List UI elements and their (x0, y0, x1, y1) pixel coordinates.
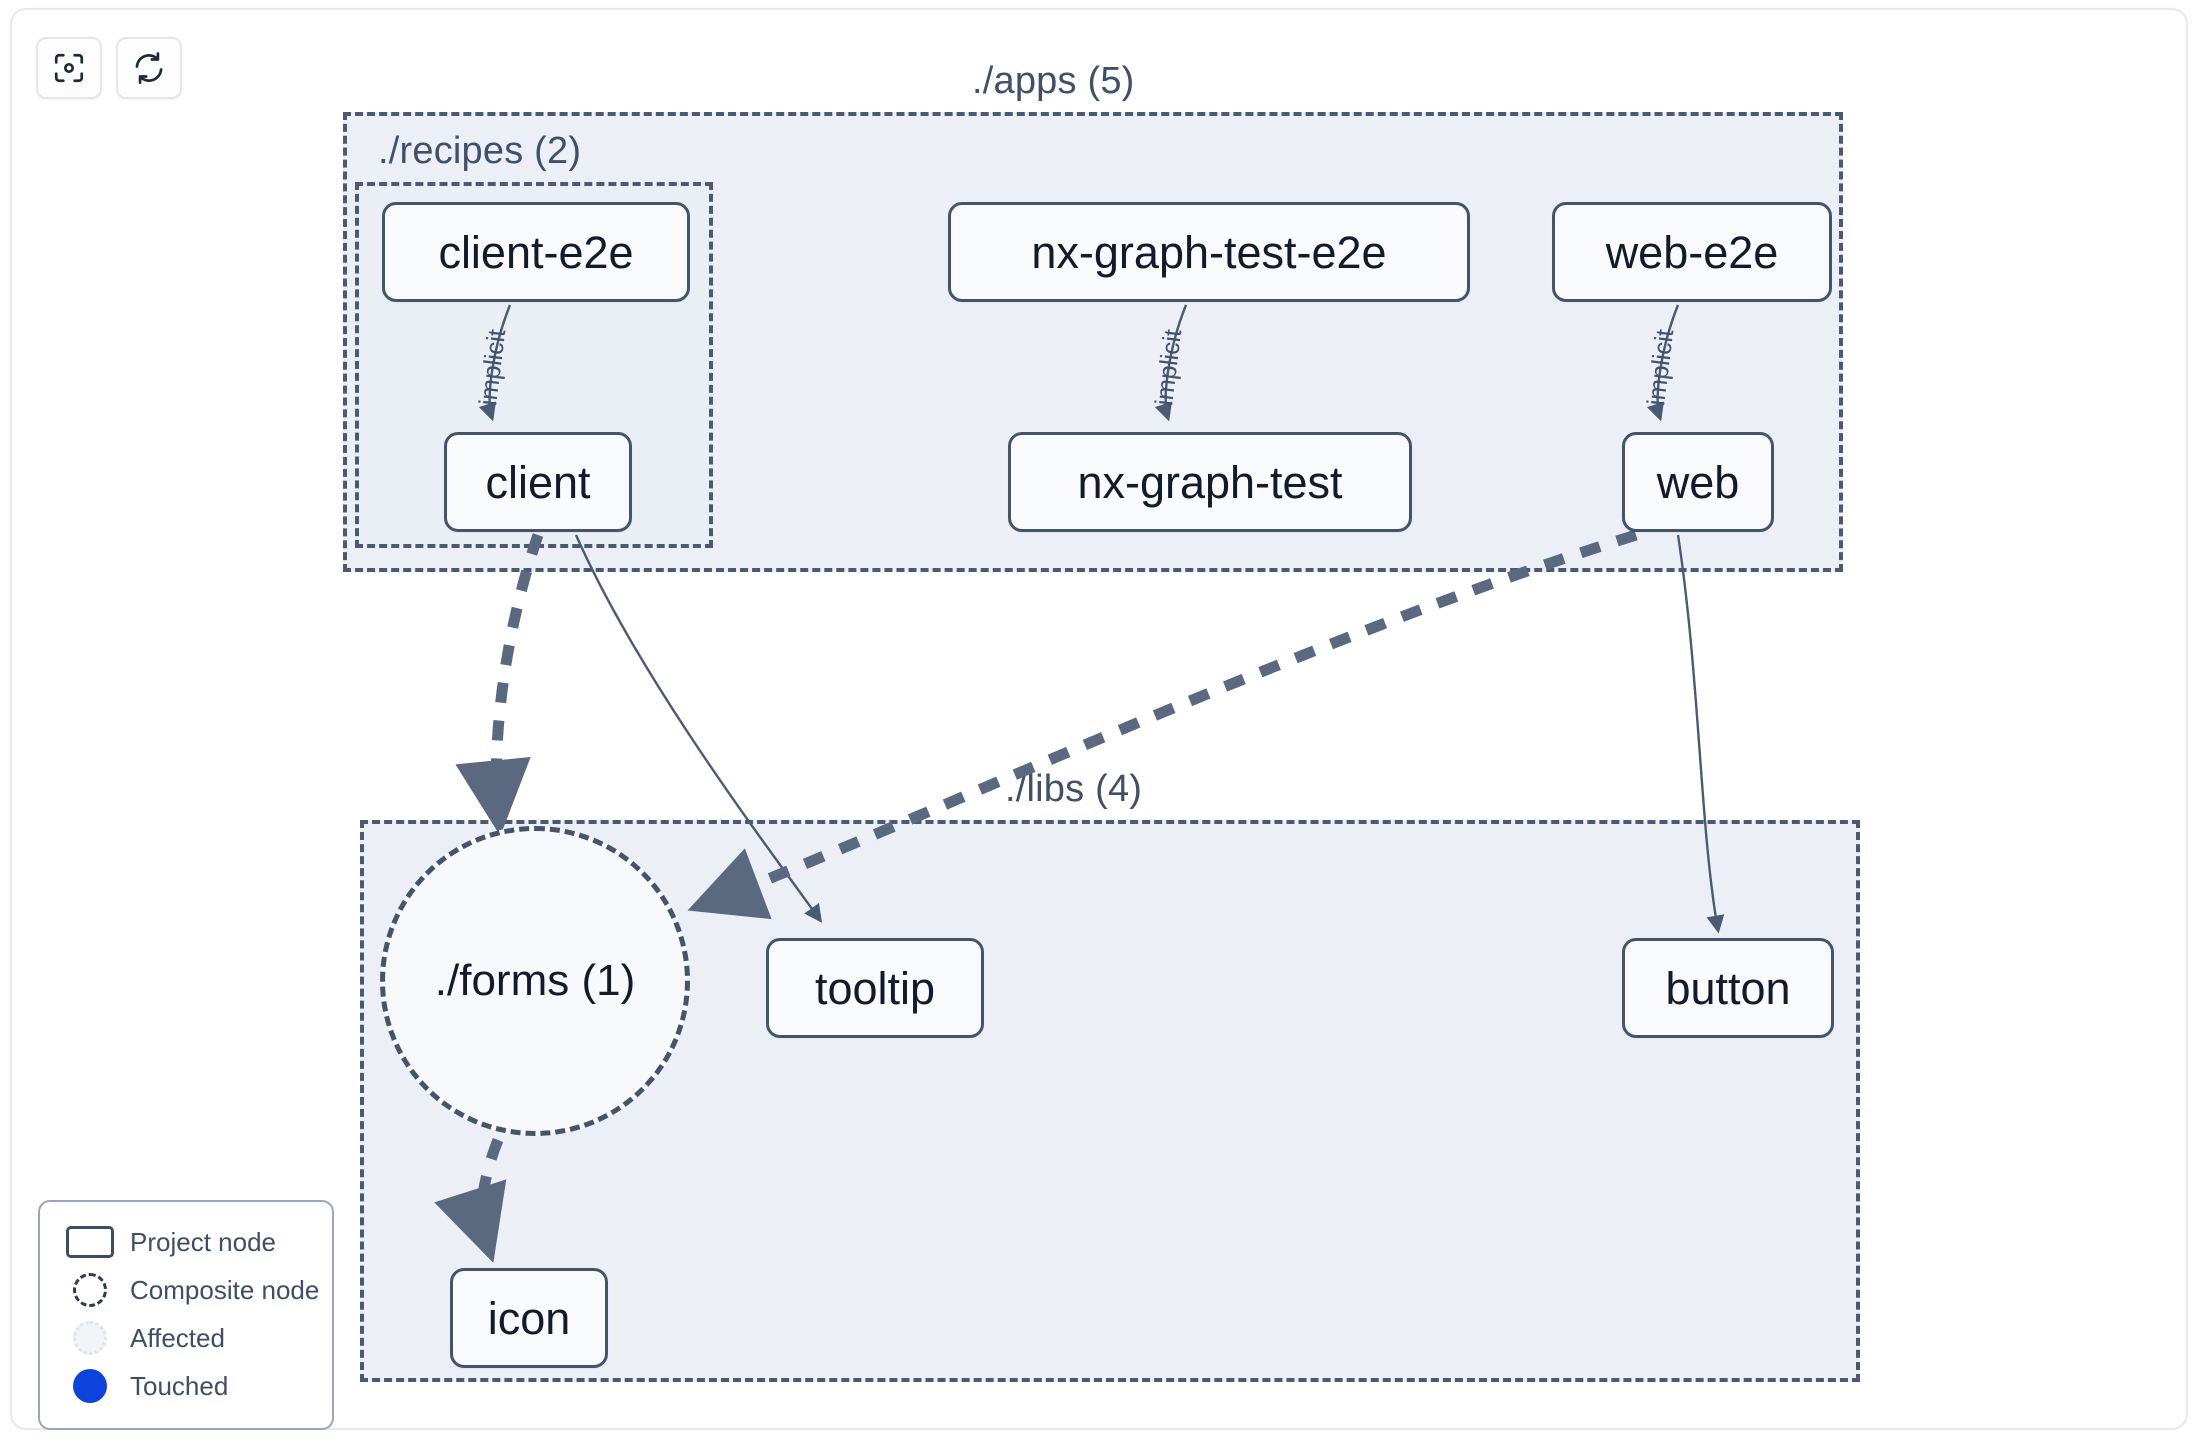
node-label: nx-graph-test-e2e (1031, 226, 1387, 278)
node-label: tooltip (814, 962, 936, 1014)
node-client-e2e[interactable]: client-e2e (382, 202, 690, 302)
node-web[interactable]: web (1622, 432, 1774, 532)
node-label: icon (487, 1292, 571, 1344)
refresh-graph-button[interactable] (116, 37, 182, 99)
node-label: client (485, 456, 591, 508)
node-label: web (1656, 456, 1740, 508)
node-nx-graph-test-e2e[interactable]: nx-graph-test-e2e (948, 202, 1470, 302)
group-label-recipes: ./recipes (2) (378, 130, 582, 172)
group-label-libs: ./libs (4) (1005, 768, 1143, 810)
touched-node-icon (62, 1369, 118, 1403)
legend-label: Composite node (130, 1274, 320, 1305)
legend-item-project: Project node (62, 1218, 314, 1266)
node-label: nx-graph-test (1077, 456, 1343, 508)
legend-item-composite: Composite node (62, 1266, 319, 1314)
graph-legend: Project node Composite node Affected Tou… (38, 1200, 334, 1430)
node-web-e2e[interactable]: web-e2e (1552, 202, 1832, 302)
refresh-icon (132, 51, 166, 85)
node-client[interactable]: client (444, 432, 632, 532)
graph-toolbar (36, 37, 182, 99)
node-label: button (1665, 962, 1791, 1014)
node-button[interactable]: button (1622, 938, 1834, 1038)
node-tooltip[interactable]: tooltip (766, 938, 984, 1038)
composite-node-icon (62, 1273, 118, 1307)
focus-graph-button[interactable] (36, 37, 102, 99)
legend-label: Project node (130, 1226, 276, 1257)
project-node-icon (62, 1226, 118, 1258)
affected-node-icon (62, 1321, 118, 1355)
legend-label: Touched (130, 1370, 229, 1401)
legend-item-affected: Affected (62, 1314, 314, 1362)
legend-item-touched: Touched (62, 1362, 314, 1410)
group-label-apps: ./apps (5) (972, 60, 1135, 102)
node-label: ./forms (1) (434, 956, 636, 1005)
node-label: web-e2e (1605, 226, 1779, 278)
focus-target-icon (52, 51, 86, 85)
node-label: client-e2e (438, 226, 634, 278)
node-icon[interactable]: icon (450, 1268, 608, 1368)
legend-label: Affected (130, 1322, 225, 1353)
node-nx-graph-test[interactable]: nx-graph-test (1008, 432, 1412, 532)
node-forms-composite[interactable]: ./forms (1) (380, 826, 690, 1136)
